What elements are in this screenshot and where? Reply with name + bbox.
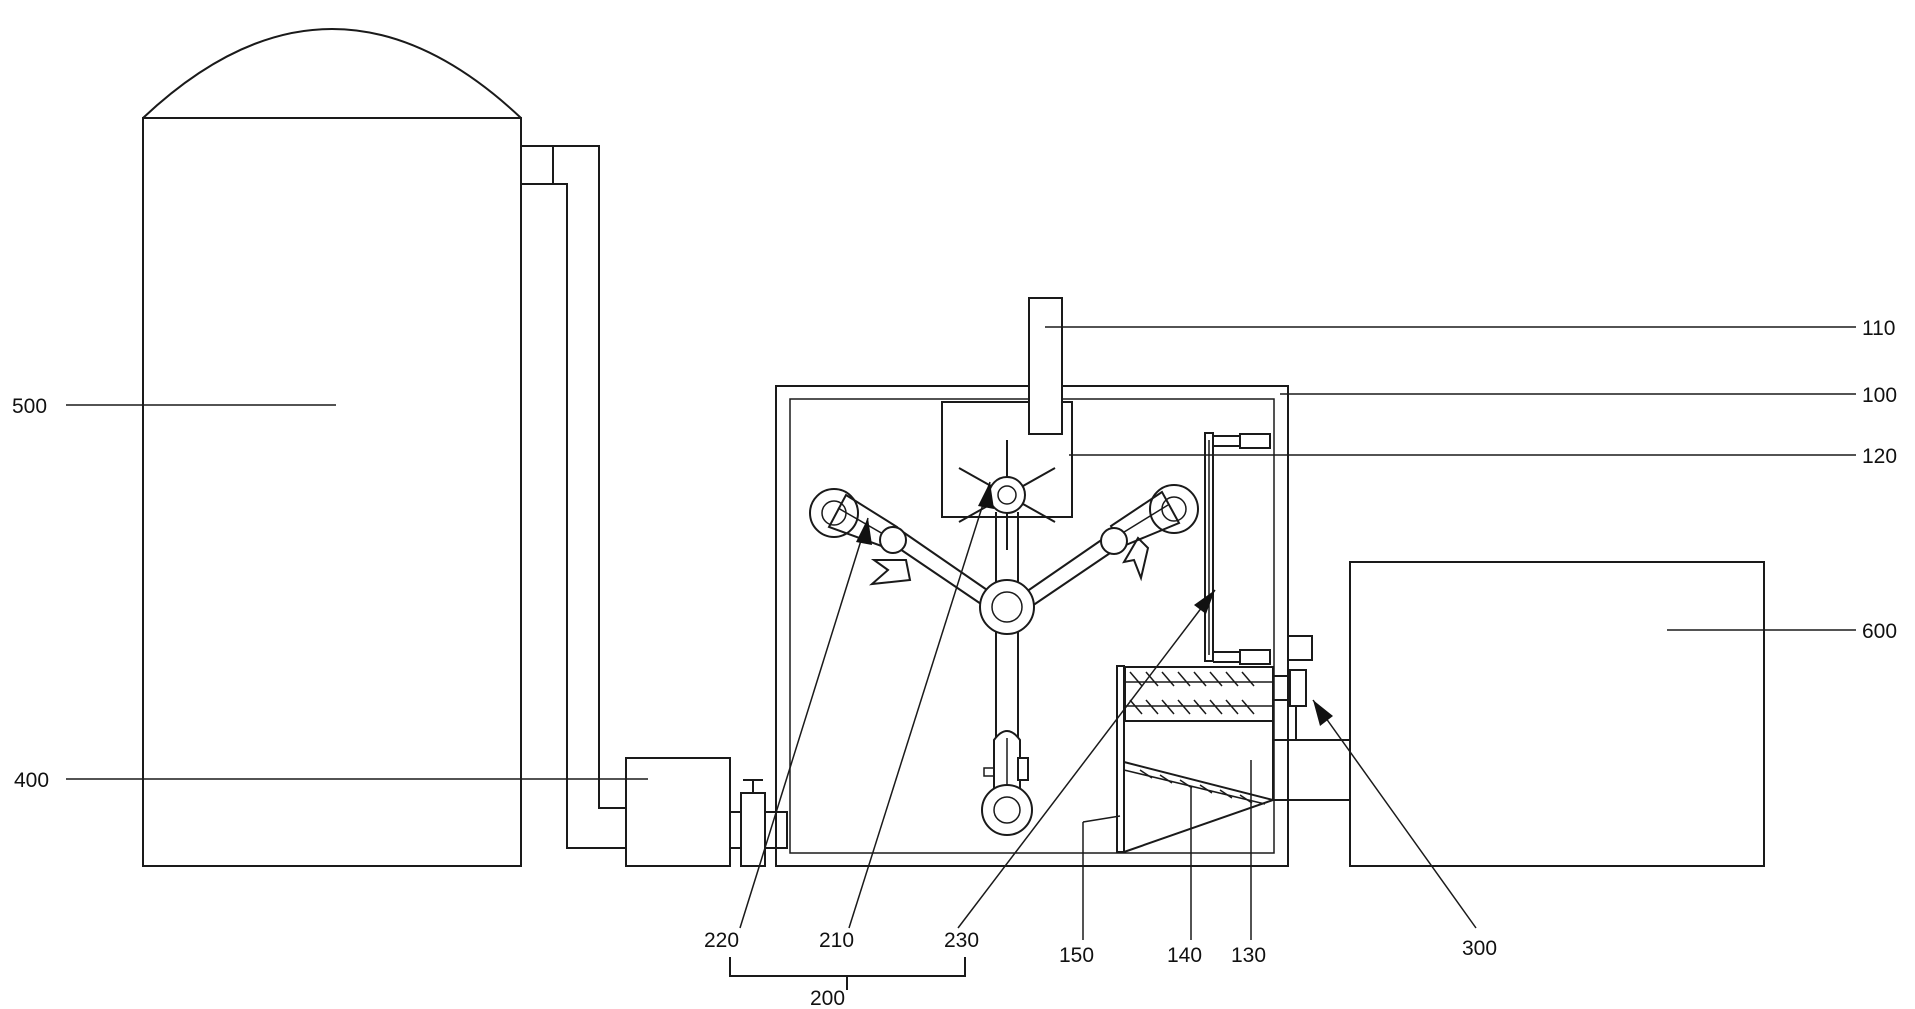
storage-tank-500 [142,28,522,867]
rotating-frame [896,512,1120,762]
label-300: 300 [1462,937,1497,960]
roller-assembly-right [1100,484,1199,582]
roller-assembly-left [809,488,912,586]
label-220: 220 [704,929,739,952]
label-110: 110 [1862,317,1895,340]
leader-lines [66,326,1856,940]
label-210: 210 [819,929,854,952]
label-130: 130 [1231,944,1266,967]
label-230: 230 [944,929,979,952]
pump-400 [625,757,731,867]
baffle-wall-150 [1116,665,1125,853]
cutter-bar-230 [1204,432,1271,665]
motor-110 [1028,297,1063,435]
label-200: 200 [810,987,845,1009]
label-500: 500 [12,395,47,418]
label-150: 150 [1059,944,1094,967]
roller-assembly-bottom [981,730,1033,836]
group-brace-200 [729,957,966,990]
label-100: 100 [1862,384,1897,407]
gear-drive-300 [1273,635,1351,801]
treatment-tank-600 [1349,561,1765,867]
valve [730,779,788,867]
label-140: 140 [1167,944,1202,967]
label-120: 120 [1862,445,1897,468]
crushing-screw [1124,666,1274,722]
reference-labels: 500 400 110 100 120 600 220 210 230 150 … [12,317,1897,1009]
label-400: 400 [14,769,49,792]
connecting-pipes [520,145,626,849]
label-600: 600 [1862,620,1897,643]
